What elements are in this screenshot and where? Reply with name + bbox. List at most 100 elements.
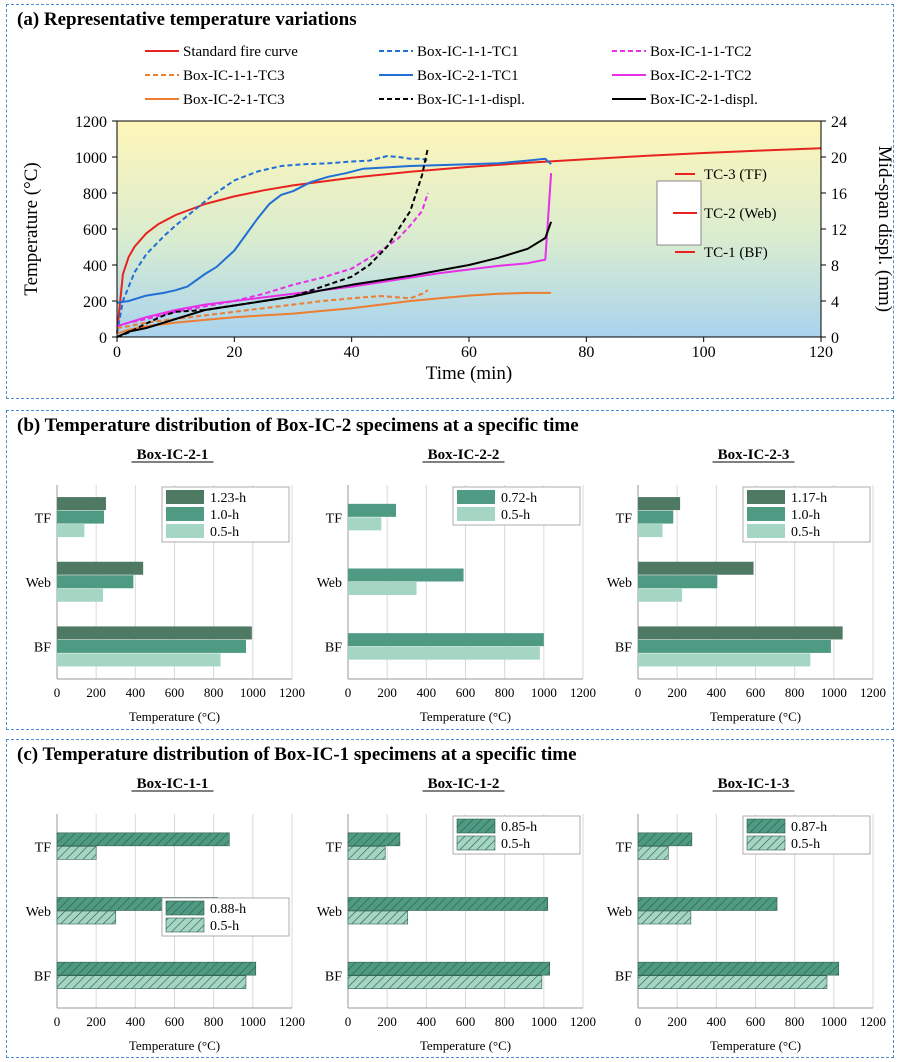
legend-label: 1.17-h xyxy=(791,491,827,506)
x-tick-label: 1000 xyxy=(531,685,557,700)
bar xyxy=(637,961,840,976)
legend-label: 0.87-h xyxy=(791,820,827,835)
y-axis-label: Temperature (°C) xyxy=(21,162,42,295)
legend-swatch xyxy=(747,524,785,538)
bar xyxy=(57,626,252,640)
legend-label: 0.5-h xyxy=(791,837,820,852)
bar xyxy=(638,653,811,667)
legend-label: Box-IC-1-1-TC3 xyxy=(183,68,285,84)
x-tick-label: 1200 xyxy=(279,1014,305,1029)
bar xyxy=(347,961,551,976)
panel-b-title: (b) Temperature distribution of Box-IC-2… xyxy=(17,415,579,436)
x-tick-label: 1000 xyxy=(240,685,266,700)
category-label: Web xyxy=(26,576,51,591)
legend-label: Box-IC-1-1-TC1 xyxy=(417,44,519,60)
series-line xyxy=(116,289,429,329)
bar xyxy=(638,575,718,589)
x-tick-label: 1200 xyxy=(279,685,305,700)
bar xyxy=(638,497,681,511)
subchart-title: Box-IC-2-1 xyxy=(137,447,209,463)
bar xyxy=(347,897,549,911)
x-tick-label: 120 xyxy=(809,344,833,361)
x-tick-label: 1000 xyxy=(531,1014,557,1029)
legend-label: Box-IC-2-1-TC3 xyxy=(183,92,285,108)
x-tick-label: 800 xyxy=(204,685,224,700)
bar xyxy=(637,832,693,847)
x-tick-label: 800 xyxy=(495,1014,515,1029)
panel-a-title: (a) Representative temperature variation… xyxy=(17,9,357,30)
x-tick-label: 0 xyxy=(635,685,642,700)
subchart-title: Box-IC-1-2 xyxy=(428,776,500,792)
legend-label: Box-IC-2-1-TC1 xyxy=(417,68,519,84)
category-label: TF xyxy=(35,840,52,855)
x-tick-label: 40 xyxy=(344,344,360,361)
y-tick-label: 600 xyxy=(83,222,107,239)
legend-label: Standard fire curve xyxy=(183,44,298,60)
x-tick-label: 0 xyxy=(345,685,352,700)
x-tick-label: 400 xyxy=(707,685,727,700)
legend-label: 0.5-h xyxy=(210,525,239,540)
bar xyxy=(57,653,221,667)
bar xyxy=(57,524,85,538)
x-tick-label: 200 xyxy=(377,685,397,700)
bar xyxy=(638,510,674,524)
x-tick-label: 600 xyxy=(456,685,476,700)
x-axis-label: Temperature (°C) xyxy=(129,709,220,724)
x-tick-label: 600 xyxy=(165,685,185,700)
legend-swatch xyxy=(747,507,785,521)
x-tick-label: 0 xyxy=(113,344,121,361)
legend-label: Box-IC-2-1-displ. xyxy=(650,92,758,108)
x-tick-label: 1000 xyxy=(240,1014,266,1029)
bar xyxy=(56,832,230,847)
y2-tick-label: 4 xyxy=(831,294,839,311)
category-label: TF xyxy=(35,511,52,526)
bar xyxy=(638,561,754,575)
x-tick-label: 200 xyxy=(377,1014,397,1029)
legend-label: 0.72-h xyxy=(501,491,537,506)
x-tick-label: 400 xyxy=(417,685,437,700)
inset-label: TC-1 (BF) xyxy=(704,245,768,261)
legend-swatch xyxy=(456,818,496,834)
y2-axis-label: Mid-span displ. (mm) xyxy=(874,146,892,312)
bar xyxy=(57,510,104,524)
bar xyxy=(348,517,382,531)
panel-c: (c) Temperature distribution of Box-IC-1… xyxy=(6,739,894,1058)
bar xyxy=(56,975,247,989)
x-tick-label: 1200 xyxy=(860,685,886,700)
bar xyxy=(637,897,778,911)
x-tick-label: 600 xyxy=(746,685,766,700)
x-tick-label: 800 xyxy=(204,1014,224,1029)
legend-label: 1.0-h xyxy=(210,508,239,523)
legend-label: Box-IC-1-1-TC2 xyxy=(650,44,752,60)
bar xyxy=(638,588,683,602)
panel-c-title: (c) Temperature distribution of Box-IC-1… xyxy=(17,744,577,765)
x-tick-label: 800 xyxy=(785,685,805,700)
x-tick-label: 600 xyxy=(165,1014,185,1029)
bar xyxy=(57,639,246,653)
y-tick-label: 400 xyxy=(83,258,107,275)
bar xyxy=(638,639,831,653)
y2-tick-label: 24 xyxy=(831,114,847,131)
series-line xyxy=(116,147,822,334)
y2-tick-label: 0 xyxy=(831,330,839,347)
x-tick-label: 1200 xyxy=(570,685,596,700)
series-line xyxy=(116,192,429,328)
bar xyxy=(56,910,117,925)
category-label: Web xyxy=(26,905,51,920)
subchart-title: Box-IC-2-3 xyxy=(718,447,790,463)
x-axis-label: Temperature (°C) xyxy=(710,1038,801,1053)
category-label: BF xyxy=(325,641,342,656)
y2-tick-label: 16 xyxy=(831,186,847,203)
bar xyxy=(57,497,106,511)
legend-swatch xyxy=(165,900,205,916)
x-tick-label: 200 xyxy=(667,1014,687,1029)
x-tick-label: 200 xyxy=(86,1014,106,1029)
x-tick-label: 80 xyxy=(578,344,594,361)
y-tick-label: 200 xyxy=(83,294,107,311)
legend-swatch xyxy=(747,490,785,504)
x-tick-label: 400 xyxy=(707,1014,727,1029)
x-tick-label: 600 xyxy=(456,1014,476,1029)
bar xyxy=(56,846,97,860)
series-line xyxy=(116,147,429,338)
